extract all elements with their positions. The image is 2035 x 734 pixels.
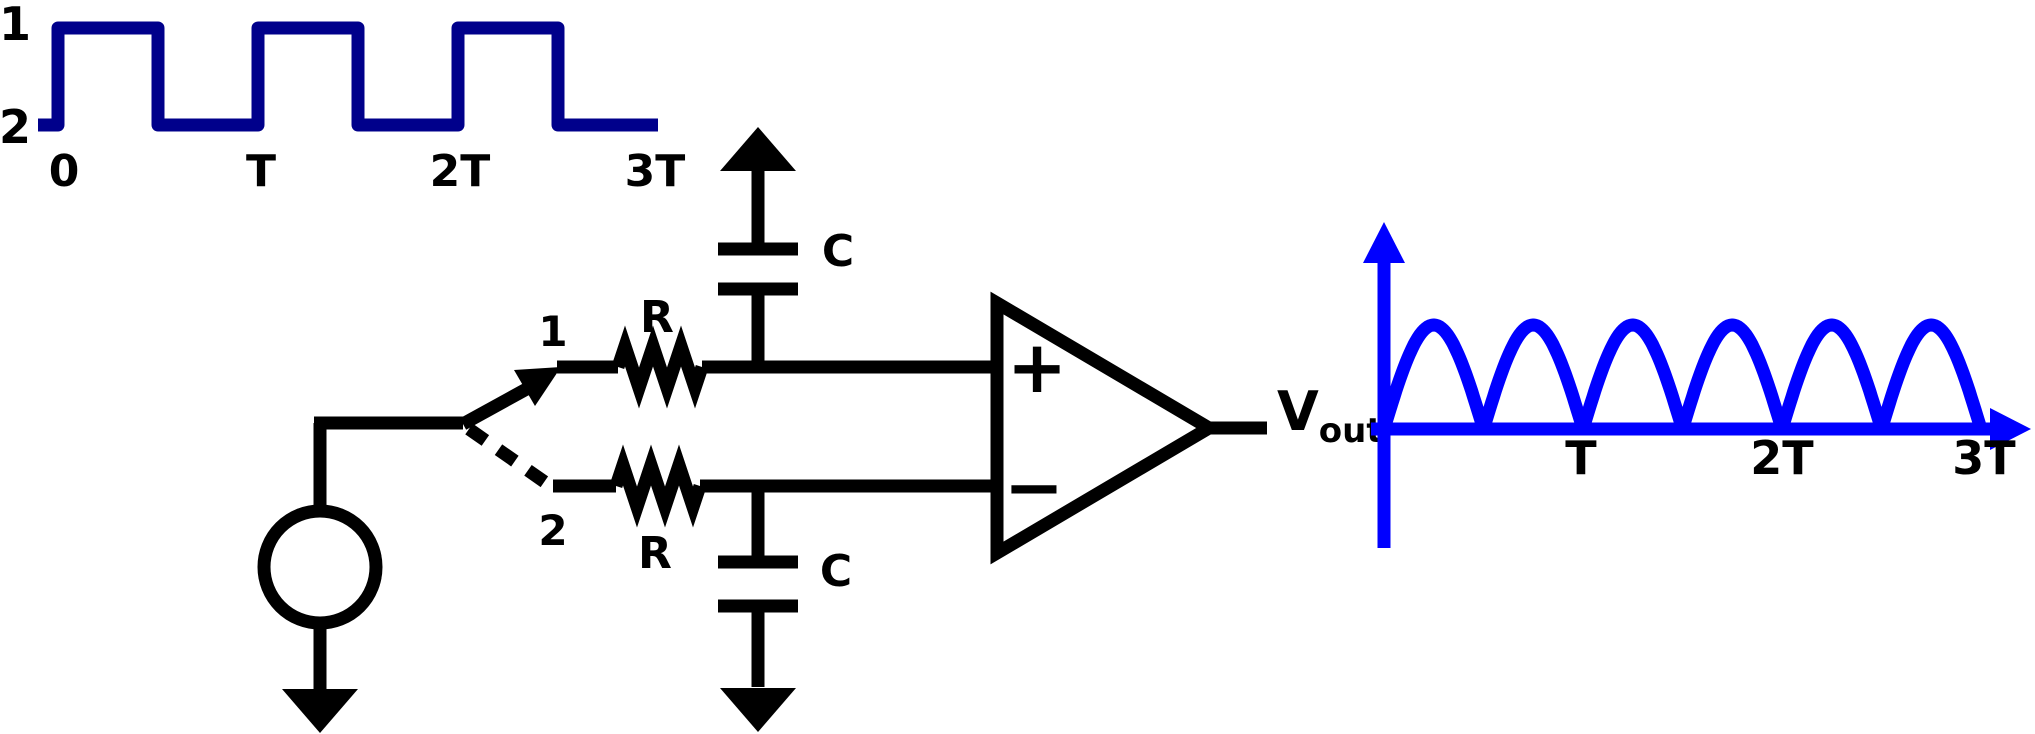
spdt-switch: 1 2 bbox=[314, 307, 568, 555]
top-branch: R C bbox=[557, 127, 997, 409]
vout-label-main: V bbox=[1277, 380, 1319, 443]
capacitor-bottom bbox=[718, 486, 798, 732]
output-x-tick-3T: 3T bbox=[1952, 431, 2016, 485]
switch-arm-arrowhead-icon bbox=[514, 367, 561, 406]
switch-dashed-arm bbox=[465, 423, 553, 491]
resistor-top bbox=[611, 325, 709, 409]
ground-down-arrow-icon bbox=[720, 688, 796, 732]
output-x-tick-T: T bbox=[1565, 431, 1597, 485]
signal-source bbox=[257, 423, 383, 733]
output-plot: T 2T 3T bbox=[1363, 222, 2031, 548]
output-plot-x-axis-arrow-icon bbox=[1990, 408, 2031, 450]
timing-y-label-2: 2 bbox=[0, 100, 31, 154]
timing-x-tick-2T: 2T bbox=[430, 146, 491, 197]
square-wave bbox=[38, 21, 658, 132]
opamp: + − Vout bbox=[990, 291, 1383, 565]
opamp-plus-label: + bbox=[1007, 325, 1067, 409]
vout-label: Vout bbox=[1277, 380, 1383, 451]
capacitor-bottom-label: C bbox=[820, 546, 852, 597]
capacitor-top-label: C bbox=[822, 226, 854, 277]
timing-x-tick-T: T bbox=[246, 146, 276, 197]
resistor-bottom bbox=[609, 444, 707, 528]
timing-x-tick-3T: 3T bbox=[625, 146, 686, 197]
switch-position-1-label: 1 bbox=[538, 307, 567, 356]
timing-y-label-1: 1 bbox=[0, 0, 31, 51]
opamp-minus-label: − bbox=[1004, 445, 1064, 529]
resistor-bottom-label: R bbox=[638, 528, 672, 579]
opamp-triangle bbox=[990, 291, 1222, 565]
switch-timing-plot: 1 2 0 T 2T 3T bbox=[0, 0, 685, 197]
output-plot-y-axis-arrow-icon bbox=[1363, 222, 1405, 263]
timing-x-tick-0: 0 bbox=[49, 146, 80, 197]
supply-up-arrow-icon bbox=[720, 127, 796, 171]
source-ground-arrow-icon bbox=[282, 689, 358, 733]
rectified-output-wave bbox=[1377, 318, 1988, 436]
capacitor-top bbox=[718, 127, 798, 367]
resistor-top-label: R bbox=[640, 292, 674, 343]
switch-position-2-label: 2 bbox=[538, 506, 567, 555]
bottom-branch: R C bbox=[553, 444, 997, 732]
output-x-tick-2T: 2T bbox=[1750, 431, 1814, 485]
switch-arm bbox=[459, 380, 536, 430]
source-circle bbox=[257, 504, 383, 630]
